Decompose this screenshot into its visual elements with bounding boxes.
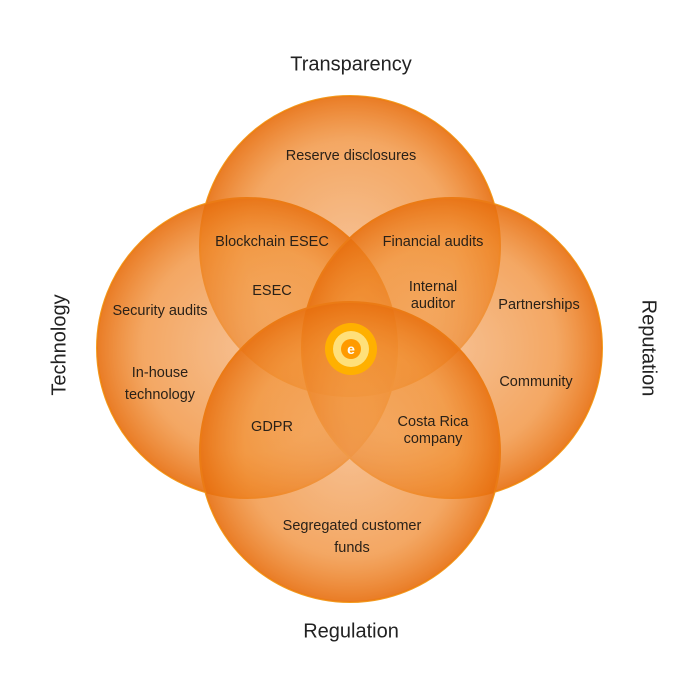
svg-text:e: e (347, 341, 355, 357)
category-regulation: Regulation (303, 620, 399, 643)
region-security-audits: Security audits (112, 303, 208, 319)
region-reserve-disclosures: Reserve disclosures (285, 148, 417, 164)
region-in-house-technology: In-house technology (124, 365, 196, 403)
region-internal-auditor: Internal auditor (408, 279, 458, 312)
region-segregated-customer-funds: Segregated customer funds (282, 518, 422, 556)
region-financial-audits: Financial audits (382, 234, 484, 250)
region-partnerships: Partnerships (498, 297, 580, 313)
category-reputation: Reputation (637, 299, 660, 397)
region-blockchain-esec: Blockchain ESEC (215, 234, 329, 250)
region-esec: ESEC (252, 283, 292, 299)
category-transparency: Transparency (290, 53, 412, 76)
region-costa-rica-company: Costa Rica company (397, 414, 469, 447)
region-community: Community (499, 374, 573, 390)
e-logo-icon: e (325, 323, 377, 375)
category-technology: Technology (48, 294, 71, 396)
region-gdpr: GDPR (251, 419, 293, 435)
